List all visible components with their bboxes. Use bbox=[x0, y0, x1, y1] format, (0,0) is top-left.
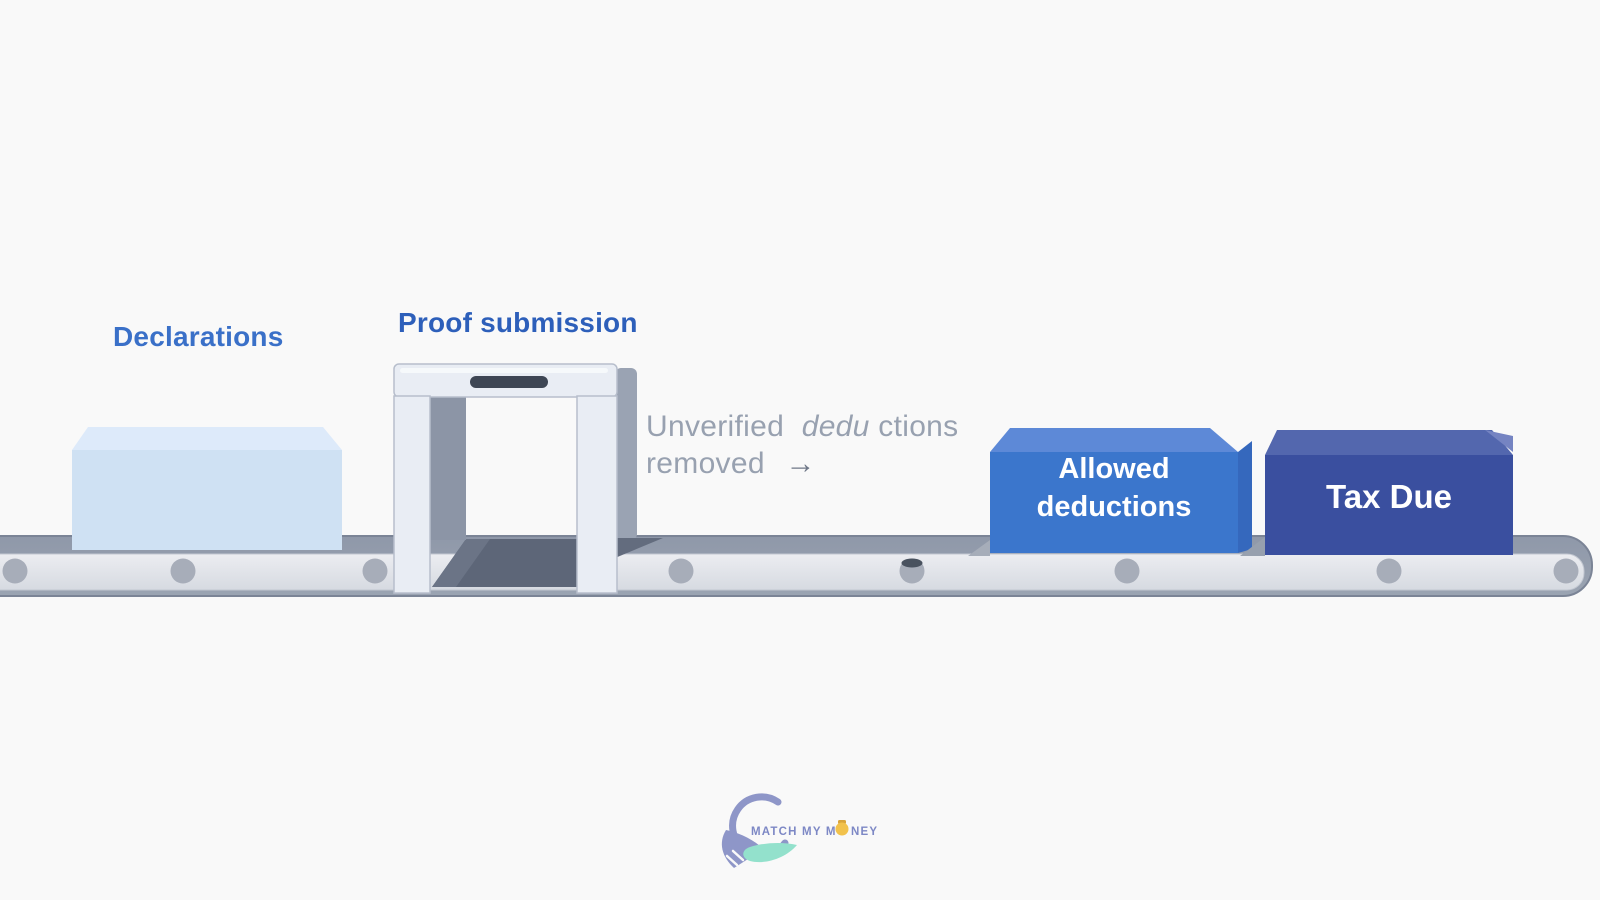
gate-right-column bbox=[576, 395, 618, 594]
proof-submission-label: Proof submission bbox=[398, 307, 638, 338]
gate-left-column bbox=[393, 395, 431, 594]
belt-roller bbox=[170, 558, 196, 584]
belt-roller bbox=[1114, 558, 1140, 584]
belt-roller bbox=[1553, 558, 1579, 584]
declarations-box bbox=[72, 427, 342, 550]
note-text-post: ctions bbox=[878, 410, 958, 443]
allowed-box-top bbox=[990, 428, 1238, 452]
declarations-label: Declarations bbox=[113, 321, 283, 352]
tax-due-label: Tax Due bbox=[1326, 478, 1452, 515]
handshake-finger-lines bbox=[725, 849, 745, 867]
unverified-note-line2: removed → bbox=[646, 447, 816, 480]
gate-inner-wall bbox=[428, 396, 466, 540]
arrow-right-icon: → bbox=[785, 447, 815, 480]
declarations-box-front bbox=[72, 450, 342, 550]
belt-frame bbox=[0, 553, 1585, 591]
note-text-italic: dedu bbox=[802, 410, 870, 443]
money-bag-icon bbox=[835, 820, 849, 836]
money-bag-body bbox=[835, 822, 849, 836]
brand-text-pre: MATCH MY M bbox=[751, 826, 837, 838]
tax-box-top bbox=[1265, 430, 1513, 455]
allowed-box-side bbox=[1238, 441, 1252, 553]
belt-roller bbox=[668, 558, 694, 584]
gate-rear-frame bbox=[615, 368, 637, 540]
note-text-removed: removed bbox=[646, 447, 765, 480]
brand-logo: MATCH MY M NEY bbox=[721, 793, 878, 868]
belt-roller bbox=[2, 558, 28, 584]
gate-lintel-highlight bbox=[400, 368, 608, 373]
tax-box-shadow bbox=[1240, 537, 1265, 556]
handshake-right-hand bbox=[743, 842, 797, 863]
allowed-deductions-box: Allowed deductions bbox=[968, 428, 1252, 556]
allowed-box-front bbox=[990, 452, 1238, 553]
tax-due-box: Tax Due bbox=[1240, 430, 1513, 556]
scanner-gate bbox=[393, 363, 663, 594]
belt-roller bbox=[1376, 558, 1402, 584]
gate-floor-light-band bbox=[432, 539, 490, 587]
gate-scanner-slot bbox=[470, 376, 548, 388]
allowed-box-label-line1: Allowed bbox=[1058, 453, 1169, 485]
unverified-note-line1: Unverified dedu ctions bbox=[646, 410, 958, 443]
unverified-note: Unverified dedu ctions removed → bbox=[646, 410, 958, 480]
tax-box-corner-highlight bbox=[1485, 430, 1513, 452]
removed-debris-dot bbox=[901, 558, 923, 568]
allowed-box-label-line2: deductions bbox=[1037, 491, 1192, 523]
declarations-box-top bbox=[72, 427, 342, 450]
note-text-pre: Unverified bbox=[646, 410, 784, 443]
allowed-box-shadow bbox=[968, 540, 990, 556]
belt-roller bbox=[362, 558, 388, 584]
tax-box-front bbox=[1265, 455, 1513, 555]
brand-text-post: NEY bbox=[851, 826, 878, 838]
gate-shadow-wedge bbox=[615, 538, 663, 558]
